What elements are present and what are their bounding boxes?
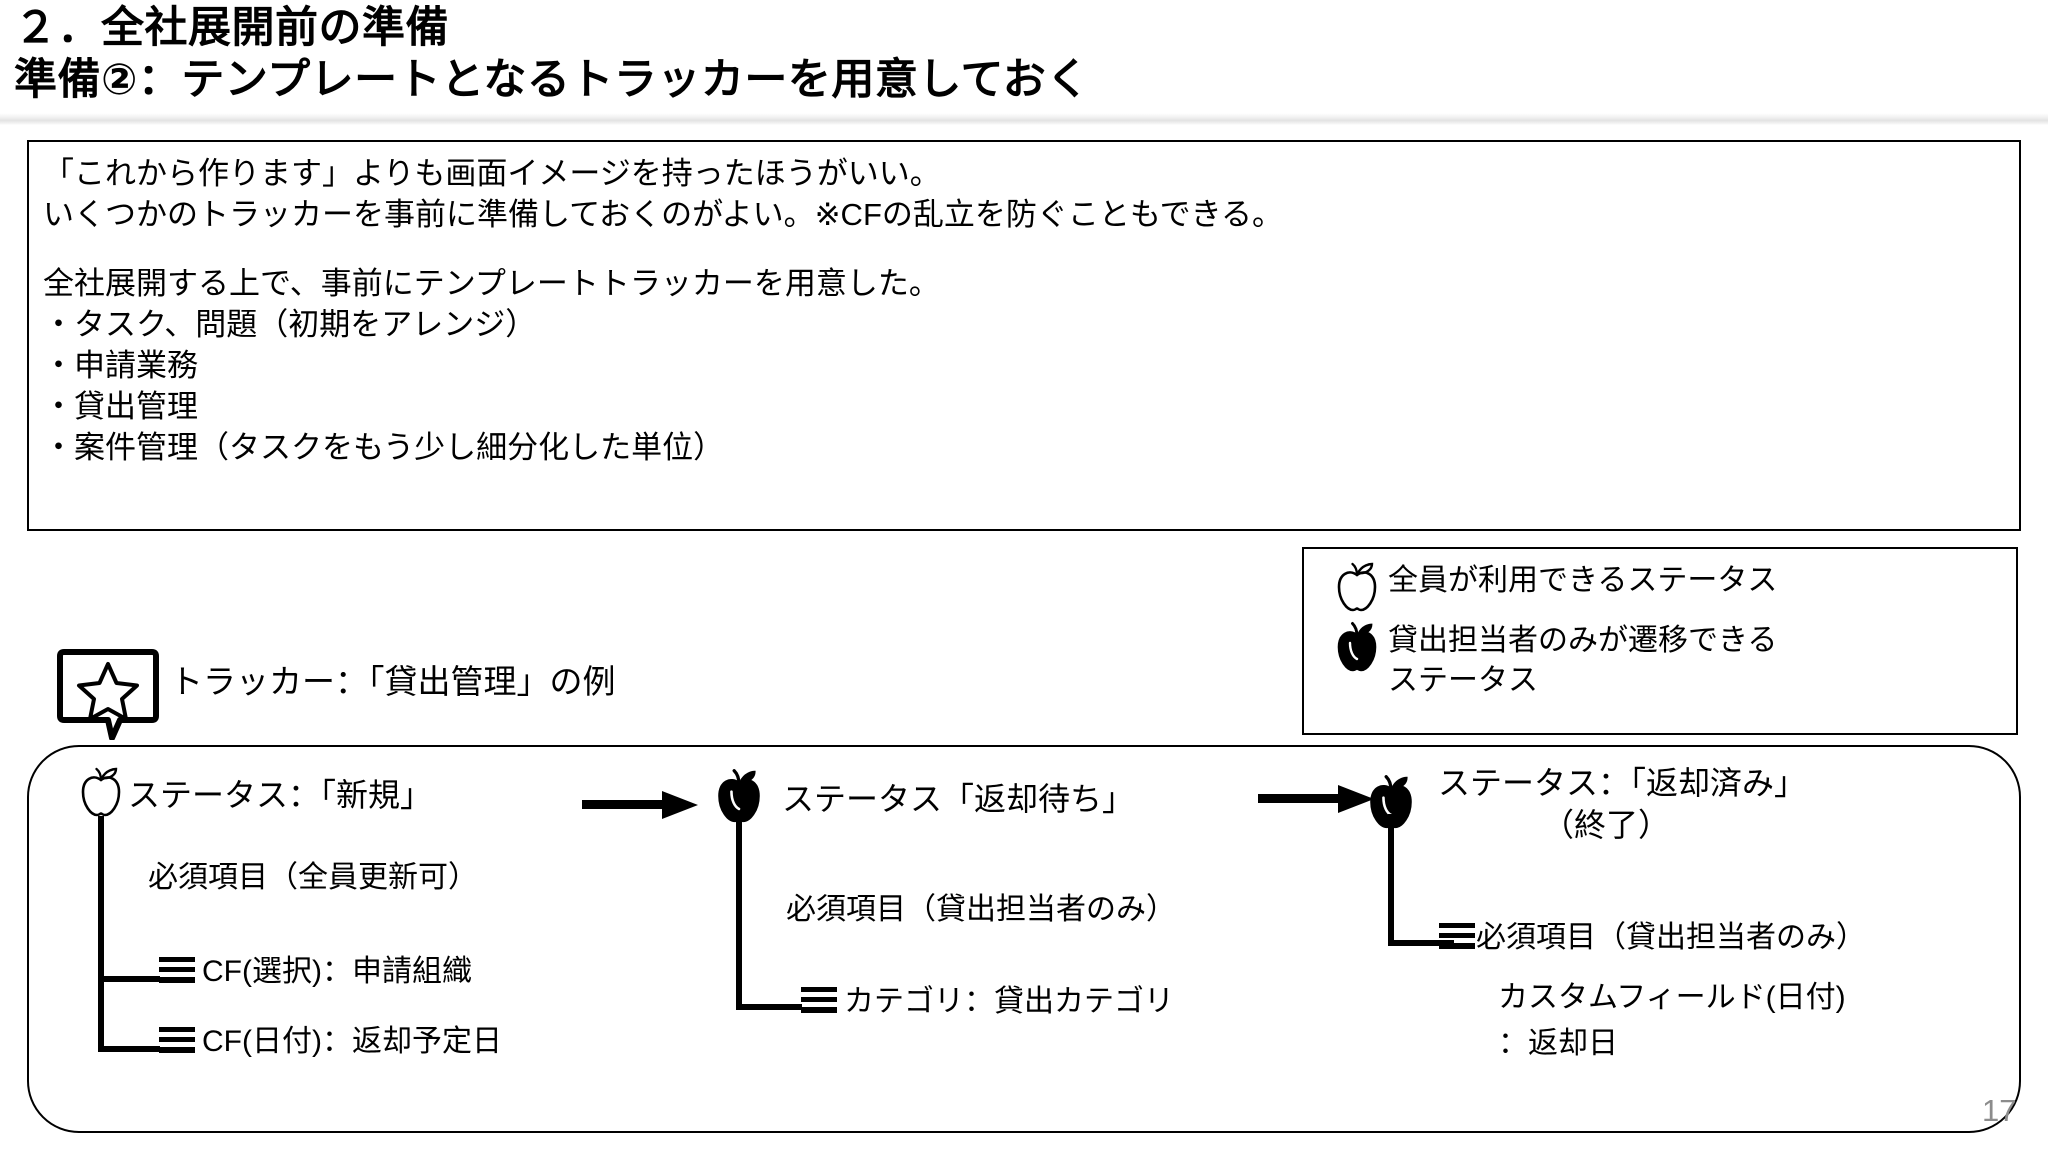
apple-outline-icon [1326,561,1388,613]
flow-container [27,745,2021,1133]
flow-node-2-required-label: 必須項目（貸出担当者のみ） [786,893,1176,926]
legend-label-owner-only-line1: 貸出担当者のみが遷移できる [1388,624,1778,657]
legend-label-all-users: 全員が利用できるステータス [1388,564,1778,597]
arrow-right-icon [1258,782,1378,823]
flow-node-1-status: ステータス：「新規」 [128,776,433,813]
flow-node-3-status-sub: （終了） [1542,807,1671,843]
menu-lines-icon [1438,920,1476,957]
title-line-2: 準備②：テンプレートとなるトラッカーを用意しておく [14,56,1090,104]
description-spacer [43,235,2019,263]
flow-node-3-extra-line-1: カスタムフィールド(日付) [1498,981,1846,1014]
legend-box: 全員が利用できるステータス 貸出担当者のみが遷移できる ステータス [1302,547,2018,735]
callout-label: トラッカー：「貸出管理」の例 [170,663,616,700]
flow-node-3-required-row: 必須項目（貸出担当者のみ） [1438,918,1866,958]
description-paragraph-2-intro: 全社展開する上で、事前にテンプレートトラッカーを用意した。 [43,266,940,301]
page-number: 17 [1982,1093,2017,1128]
flow-node-1-field-1: CF(選択)：申請組織 [158,952,472,992]
flow-node-1-branch-1 [98,976,160,982]
flow-node-1-required-label: 必須項目（全員更新可） [148,861,478,894]
menu-lines-icon [158,1024,196,1061]
flow-node-2-field-1-text: カテゴリ：貸出カテゴリ [844,985,1174,1018]
legend-item-all-users: 全員が利用できるステータス [1304,549,2016,613]
apple-filled-icon [1326,621,1388,673]
apple-filled-icon [714,768,764,829]
flow-node-2-header: ステータス「返却待ち」 [714,768,1134,829]
legend-item-owner-only: 貸出担当者のみが遷移できる ステータス [1304,613,2016,701]
description-bullet-4: ・案件管理（タスクをもう少し細分化した単位） [43,430,725,465]
flow-node-1-field-2-text: CF(日付)：返却予定日 [202,1025,502,1058]
flow-node-1-connector-vertical [98,816,104,1052]
title-line-1: ２．全社展開前の準備 [14,4,449,52]
description-box: 「これから作ります」よりも画面イメージを持ったほうがいい。 いくつかのトラッカー… [27,140,2021,531]
flow-node-3-connector-vertical [1388,814,1394,946]
description-bullet-2: ・申請業務 [43,348,198,383]
description-bullet-3: ・貸出管理 [43,389,198,424]
legend-label-owner-only-line2: ステータス [1388,664,1538,697]
flow-node-1-branch-2 [98,1046,160,1052]
menu-lines-icon [800,984,838,1021]
flow-node-1: ステータス：「新規」 [78,766,432,823]
flow-node-3-header: ステータス：「返却済み」 （終了） [1366,762,1806,846]
description-bullet-1: ・タスク、問題（初期をアレンジ） [43,307,537,342]
flow-node-1-field-2: CF(日付)：返却予定日 [158,1022,502,1062]
flow-node-3-status: ステータス：「返却済み」 [1438,765,1807,801]
description-line-1: 「これから作ります」よりも画面イメージを持ったほうがいい。 [43,156,941,191]
flow-node-1-header: ステータス：「新規」 [78,766,432,823]
flow-node-2-status: ステータス「返却待ち」 [782,780,1135,817]
legend-label-owner-only: 貸出担当者のみが遷移できる ステータス [1388,621,1777,701]
flow-node-3-extra-line-2: ：返却日 [1498,1027,1618,1060]
apple-outline-icon [78,766,124,823]
flow-node-2-connector-vertical [736,820,742,1010]
flow-node-3-branch-1 [1388,940,1454,946]
flow-node-2-branch-1 [736,1004,802,1010]
header-divider [0,113,2048,125]
flow-node-3: ステータス：「返却済み」 （終了） [1366,762,1806,846]
flow-node-1-field-1-text: CF(選択)：申請組織 [202,955,472,988]
flow-node-2: ステータス「返却待ち」 [714,768,1134,829]
arrow-right-icon [582,788,702,829]
flow-node-2-field-1: カテゴリ：貸出カテゴリ [800,982,1174,1022]
callout-bubble [56,648,160,741]
flow-node-3-required-label: 必須項目（貸出担当者のみ） [1476,921,1866,954]
flow-node-3-status-group: ステータス：「返却済み」 （終了） [1434,762,1806,846]
description-line-2: いくつかのトラッカーを事前に準備しておくのがよい。※CFの乱立を防ぐこともできる… [43,197,1284,232]
page-title: ２．全社展開前の準備 準備②：テンプレートとなるトラッカーを用意しておく [14,2,1814,106]
menu-lines-icon [158,954,196,991]
